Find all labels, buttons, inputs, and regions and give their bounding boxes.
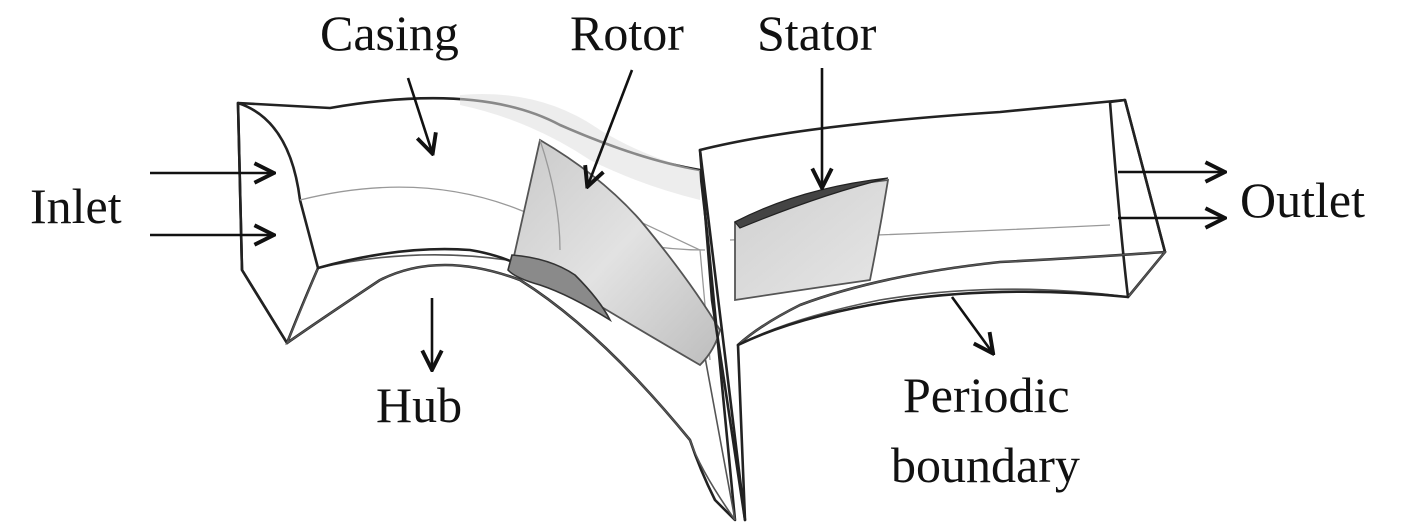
stator-lower-edge: [738, 292, 1128, 345]
stator-blade: [735, 178, 888, 300]
periodic-boundary-label-line1: Periodic: [903, 367, 1070, 423]
outlet-label: Outlet: [1240, 172, 1365, 228]
inlet-face: [238, 103, 318, 343]
casing-arrow: [408, 78, 432, 152]
inlet-label: Inlet: [30, 178, 122, 234]
rotor-label: Rotor: [570, 5, 684, 61]
periodic-boundary-label-line2: boundary: [891, 437, 1080, 493]
periodic-arrow: [952, 297, 992, 352]
casing-label: Casing: [320, 5, 459, 61]
stator-label: Stator: [757, 5, 877, 61]
outlet-face: [1110, 100, 1165, 297]
hub-label: Hub: [376, 377, 462, 433]
